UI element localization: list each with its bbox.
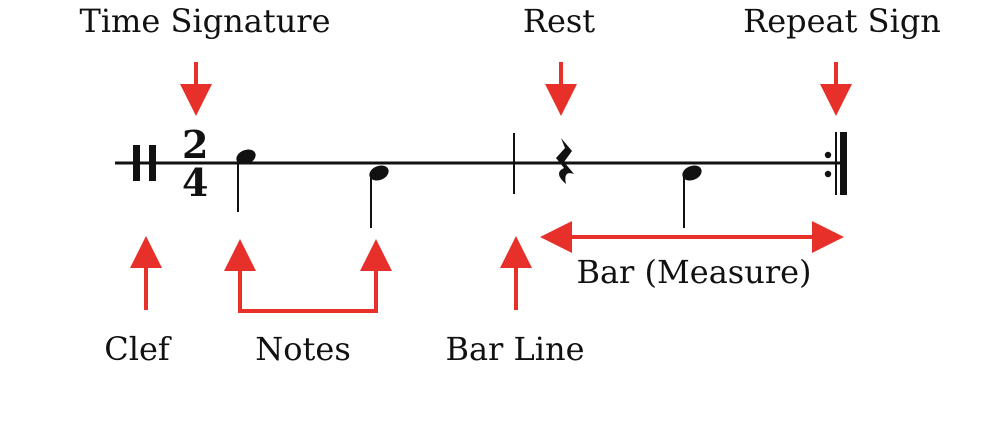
label-bar-measure: Bar (Measure) bbox=[576, 253, 811, 291]
repeat-sign bbox=[824, 132, 847, 195]
quarter-rest bbox=[556, 138, 574, 184]
note-3 bbox=[682, 165, 702, 228]
label-rest: Rest bbox=[523, 2, 595, 40]
label-clef: Clef bbox=[104, 330, 172, 368]
label-notes: Notes bbox=[255, 330, 350, 368]
label-repeat-sign: Repeat Sign bbox=[743, 2, 941, 40]
notes-bracket-arrow bbox=[224, 239, 392, 313]
percussion-clef bbox=[133, 145, 156, 181]
note-2 bbox=[369, 165, 389, 228]
label-time-signature: Time Signature bbox=[79, 2, 330, 40]
time-signature-top: 2 bbox=[182, 122, 208, 167]
note-1 bbox=[236, 149, 256, 212]
label-bar-line: Bar Line bbox=[445, 330, 584, 368]
time-signature-bottom: 4 bbox=[182, 160, 208, 205]
